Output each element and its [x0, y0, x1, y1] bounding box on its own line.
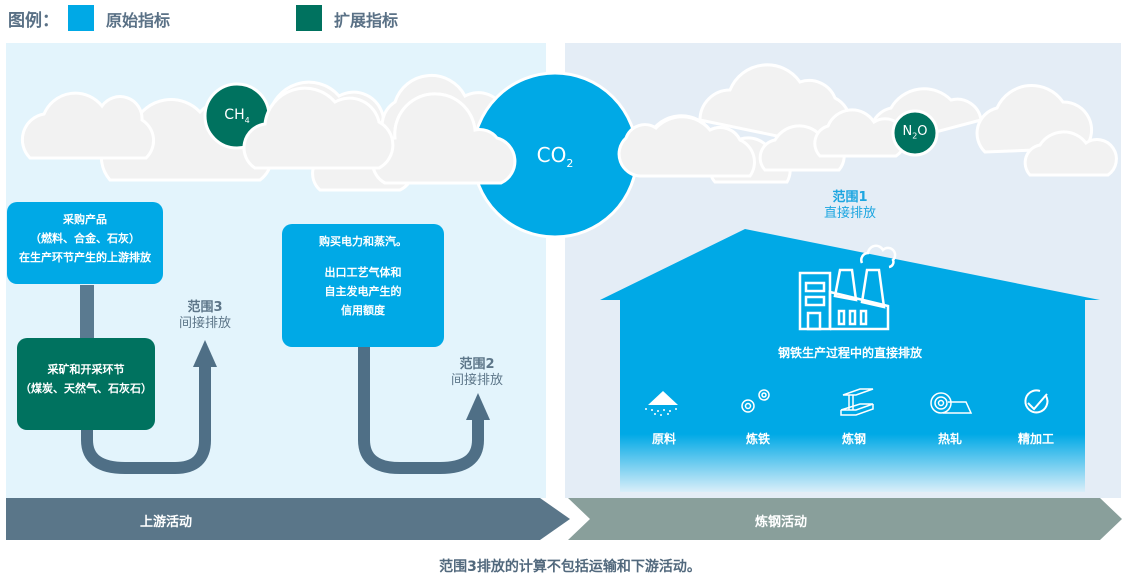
- mining-line-1: 采矿和开采环节: [47, 363, 125, 376]
- steelmaking-activity-bar: [568, 498, 1122, 540]
- steel-beam-icon: [840, 388, 874, 416]
- electricity-line-4: 信用额度: [341, 304, 385, 317]
- scope1-label: 范围1 直接排放: [810, 190, 890, 222]
- scope2-label: 范围2 间接排放: [437, 357, 517, 389]
- scope2-subtitle: 间接排放: [450, 373, 503, 388]
- mining-line-2: （煤炭、天然气、石灰石）: [20, 382, 152, 395]
- cloud: [20, 91, 156, 160]
- cloud: [242, 86, 395, 170]
- gears-icon: [741, 389, 770, 413]
- scope3-connector: [80, 285, 94, 340]
- legend-label-original: 原始指标: [106, 11, 171, 30]
- upstream-activity-bar: [6, 498, 570, 540]
- legend-title: 图例：: [8, 11, 59, 31]
- factory-icon: [798, 244, 897, 331]
- stage-raw-material-label: 原料: [651, 432, 676, 446]
- n2o-sub: 2: [912, 131, 918, 141]
- ch4-base: CH: [224, 107, 245, 123]
- electricity-line-1: 购买电力和蒸汽。: [319, 235, 407, 248]
- purchased-products-line-3: 在生产环节产生的上游排放: [19, 251, 151, 264]
- electricity-steam-box: 购买电力和蒸汽。 出口工艺气体和 自主发电产生的 信用额度: [282, 224, 444, 347]
- co2-label: CO2: [515, 143, 595, 170]
- check-circle-icon: [1024, 389, 1049, 414]
- scope1-title: 范围1: [832, 190, 868, 205]
- scope2-u-arrow: [358, 345, 484, 474]
- stage-steelmaking-label: 炼钢: [841, 432, 866, 446]
- purchased-products-box: 采购产品 （燃料、合金、石灰） 在生产环节产生的上游排放: [7, 202, 163, 284]
- purchased-products-line-2: （燃料、合金、石灰）: [30, 232, 140, 245]
- co2-base: CO: [536, 143, 567, 167]
- upstream-activity-label: 上游活动: [140, 515, 193, 530]
- steel-plant-house: [600, 229, 1100, 492]
- ch4-label: CH4: [212, 107, 262, 125]
- scope1-subtitle: 直接排放: [823, 206, 876, 221]
- electricity-line-2: 出口工艺气体和: [324, 266, 402, 279]
- ch4-sub: 4: [244, 115, 250, 125]
- n2o-tail: O: [917, 124, 928, 139]
- cloud: [617, 115, 756, 178]
- cloud: [1023, 130, 1118, 177]
- scope3-u-arrow: [81, 365, 211, 474]
- scope2-arrow-head: [466, 393, 490, 420]
- n2o-label: N2O: [893, 124, 937, 141]
- scope2-title: 范围2: [459, 357, 495, 372]
- factory-caption: 钢铁生产过程中的直接排放: [777, 346, 922, 360]
- co2-sub: 2: [566, 157, 574, 170]
- steel-coil-icon: [930, 392, 973, 414]
- scope3-arrow-head: [193, 340, 217, 367]
- stage-hot-rolling-label: 热轧: [937, 432, 962, 446]
- scope3-subtitle: 间接排放: [178, 316, 231, 331]
- n2o-base: N: [902, 124, 913, 139]
- electricity-line-3: 自主发电产生的: [324, 285, 402, 298]
- mining-box: 采矿和开采环节 （煤炭、天然气、石灰石）: [17, 338, 155, 430]
- purchased-products-line-1: 采购产品: [63, 213, 107, 226]
- legend-swatch-original: [68, 5, 94, 31]
- raw-material-pile-icon: [645, 391, 678, 416]
- scope3-title: 范围3: [187, 300, 223, 315]
- stage-ironmaking-label: 炼铁: [745, 432, 770, 446]
- stage-finishing-label: 精加工: [1017, 432, 1054, 446]
- legend-label-extended: 扩展指标: [334, 11, 399, 30]
- scope3-label: 范围3 间接排放: [165, 300, 245, 332]
- n2o-circle: [891, 109, 939, 157]
- footnote: 范围3排放的计算不包括运输和下游活动。: [439, 559, 701, 575]
- steelmaking-activity-label: 炼钢活动: [755, 515, 808, 530]
- legend-swatch-extended: [296, 5, 322, 31]
